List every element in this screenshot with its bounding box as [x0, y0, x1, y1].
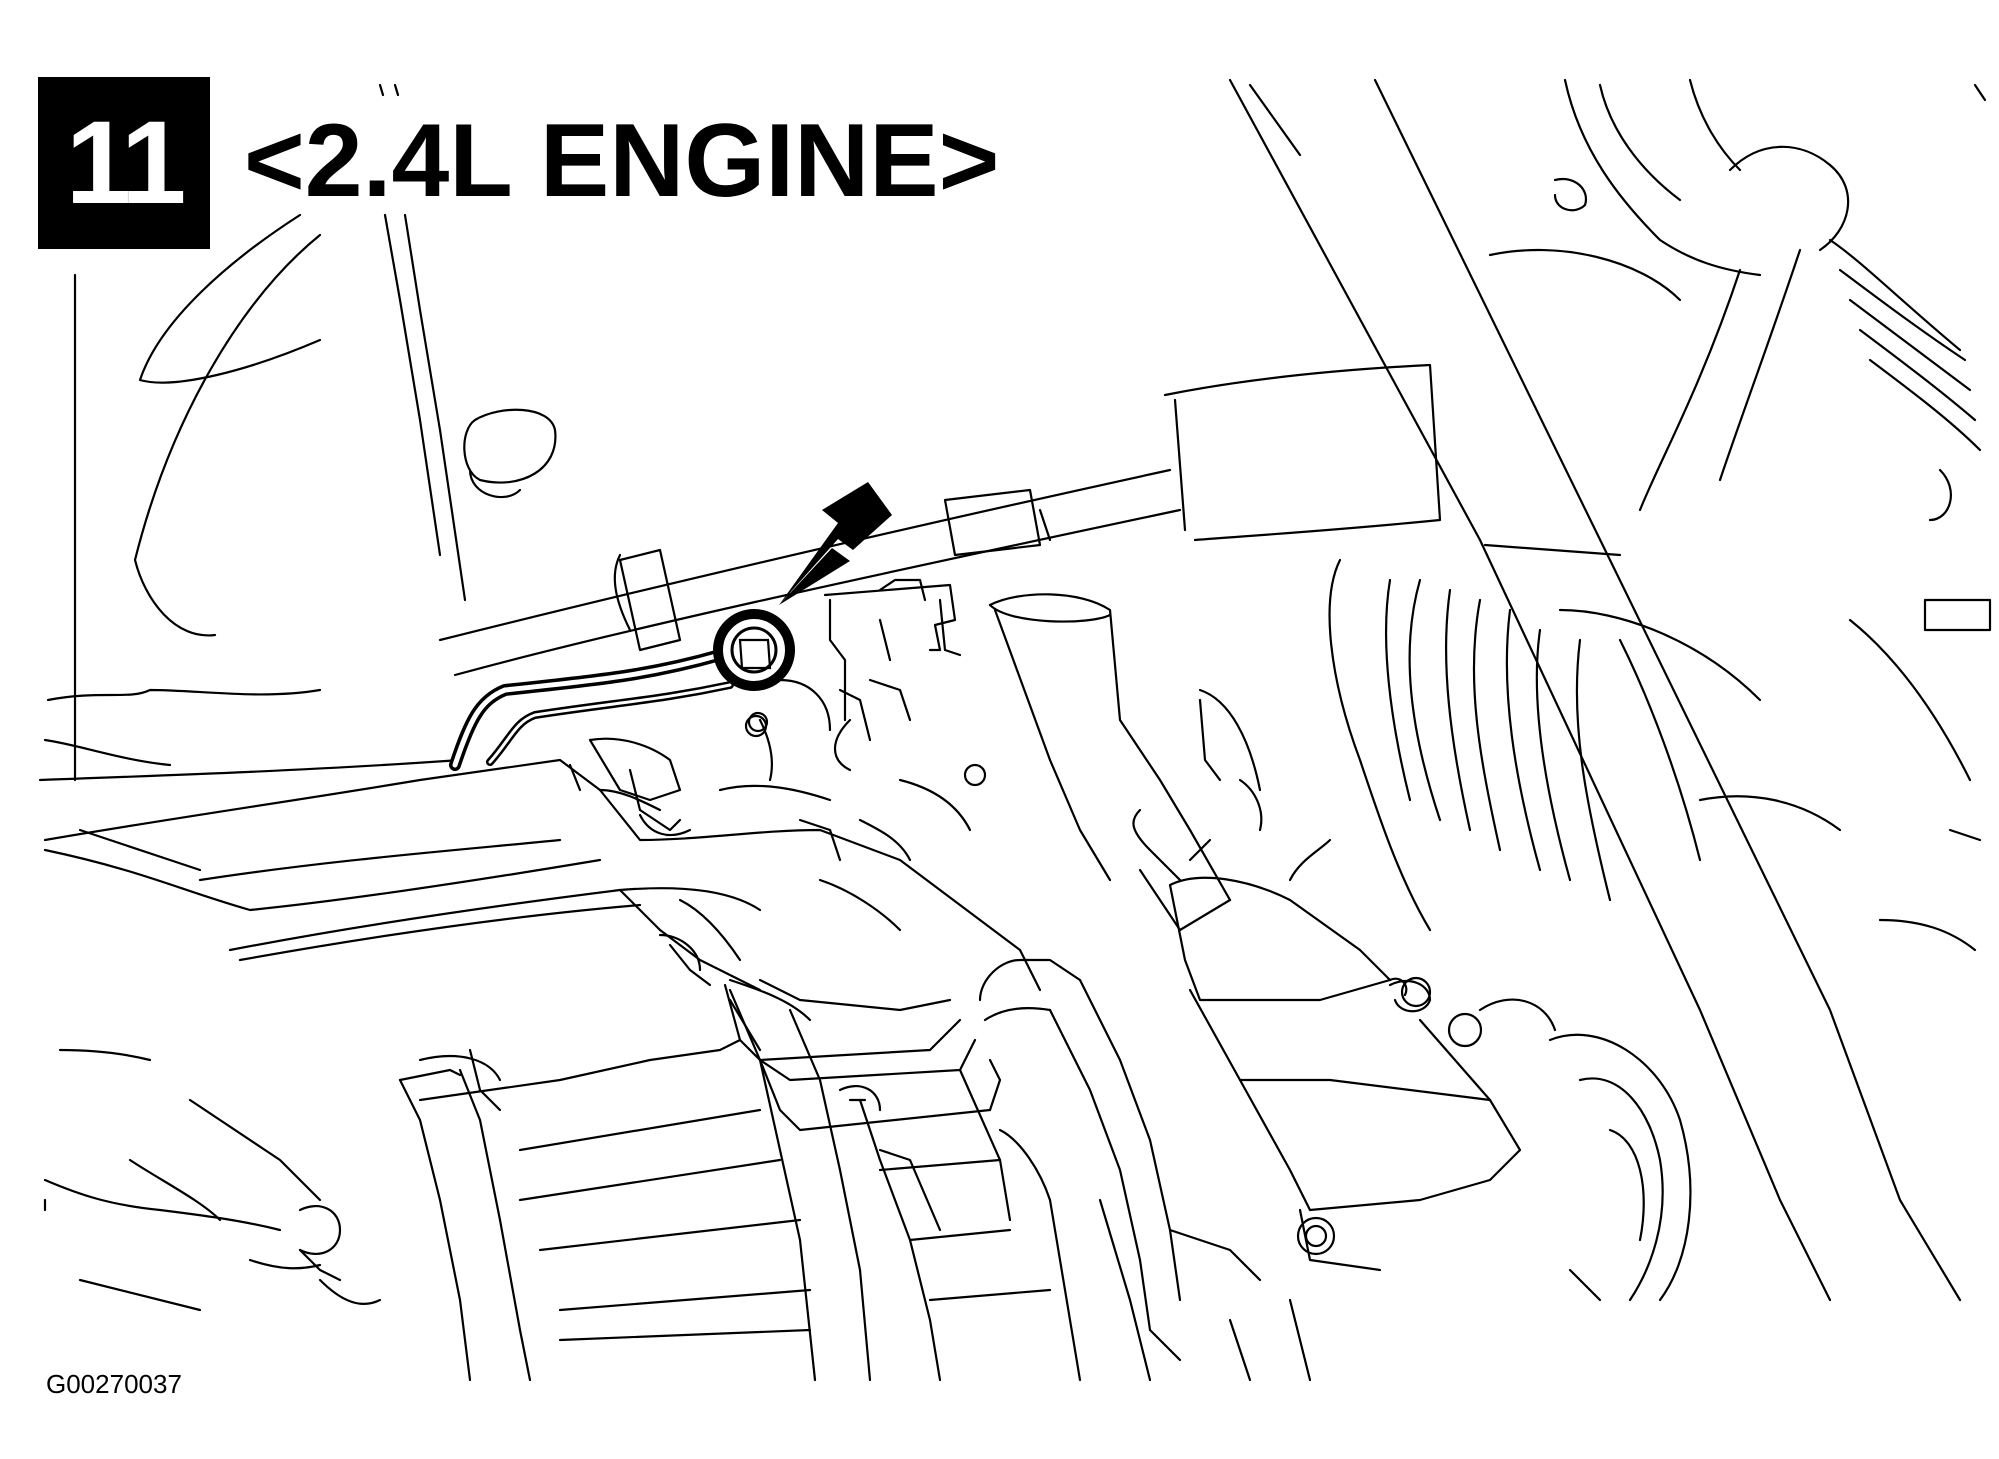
sensor-housing: [1132, 808, 1522, 1272]
ground-bolt: [713, 609, 795, 733]
intake-manifold: [43, 758, 1042, 1012]
engine-variant-title: <2.4L ENGINE>: [244, 103, 1000, 219]
fender-outline: [38, 83, 557, 782]
upper-harness-tube: [438, 363, 1442, 677]
connector-tube: [978, 958, 1312, 1382]
step-number-badge: 11: [38, 77, 210, 249]
pulley-assembly: [1478, 998, 1692, 1302]
upper-right-engine: [1488, 78, 1992, 632]
bracket-components: [588, 578, 987, 862]
figure-code: G00270037: [46, 1369, 182, 1399]
ground-cable: [449, 649, 734, 771]
intake-duct: [1328, 558, 1982, 952]
lower-rails: [188, 988, 1152, 1382]
arrow-icon: [779, 482, 892, 605]
strut-bar: [1228, 78, 1962, 1302]
center-hose: [988, 593, 1263, 932]
fuel-rail: [43, 933, 1002, 1312]
